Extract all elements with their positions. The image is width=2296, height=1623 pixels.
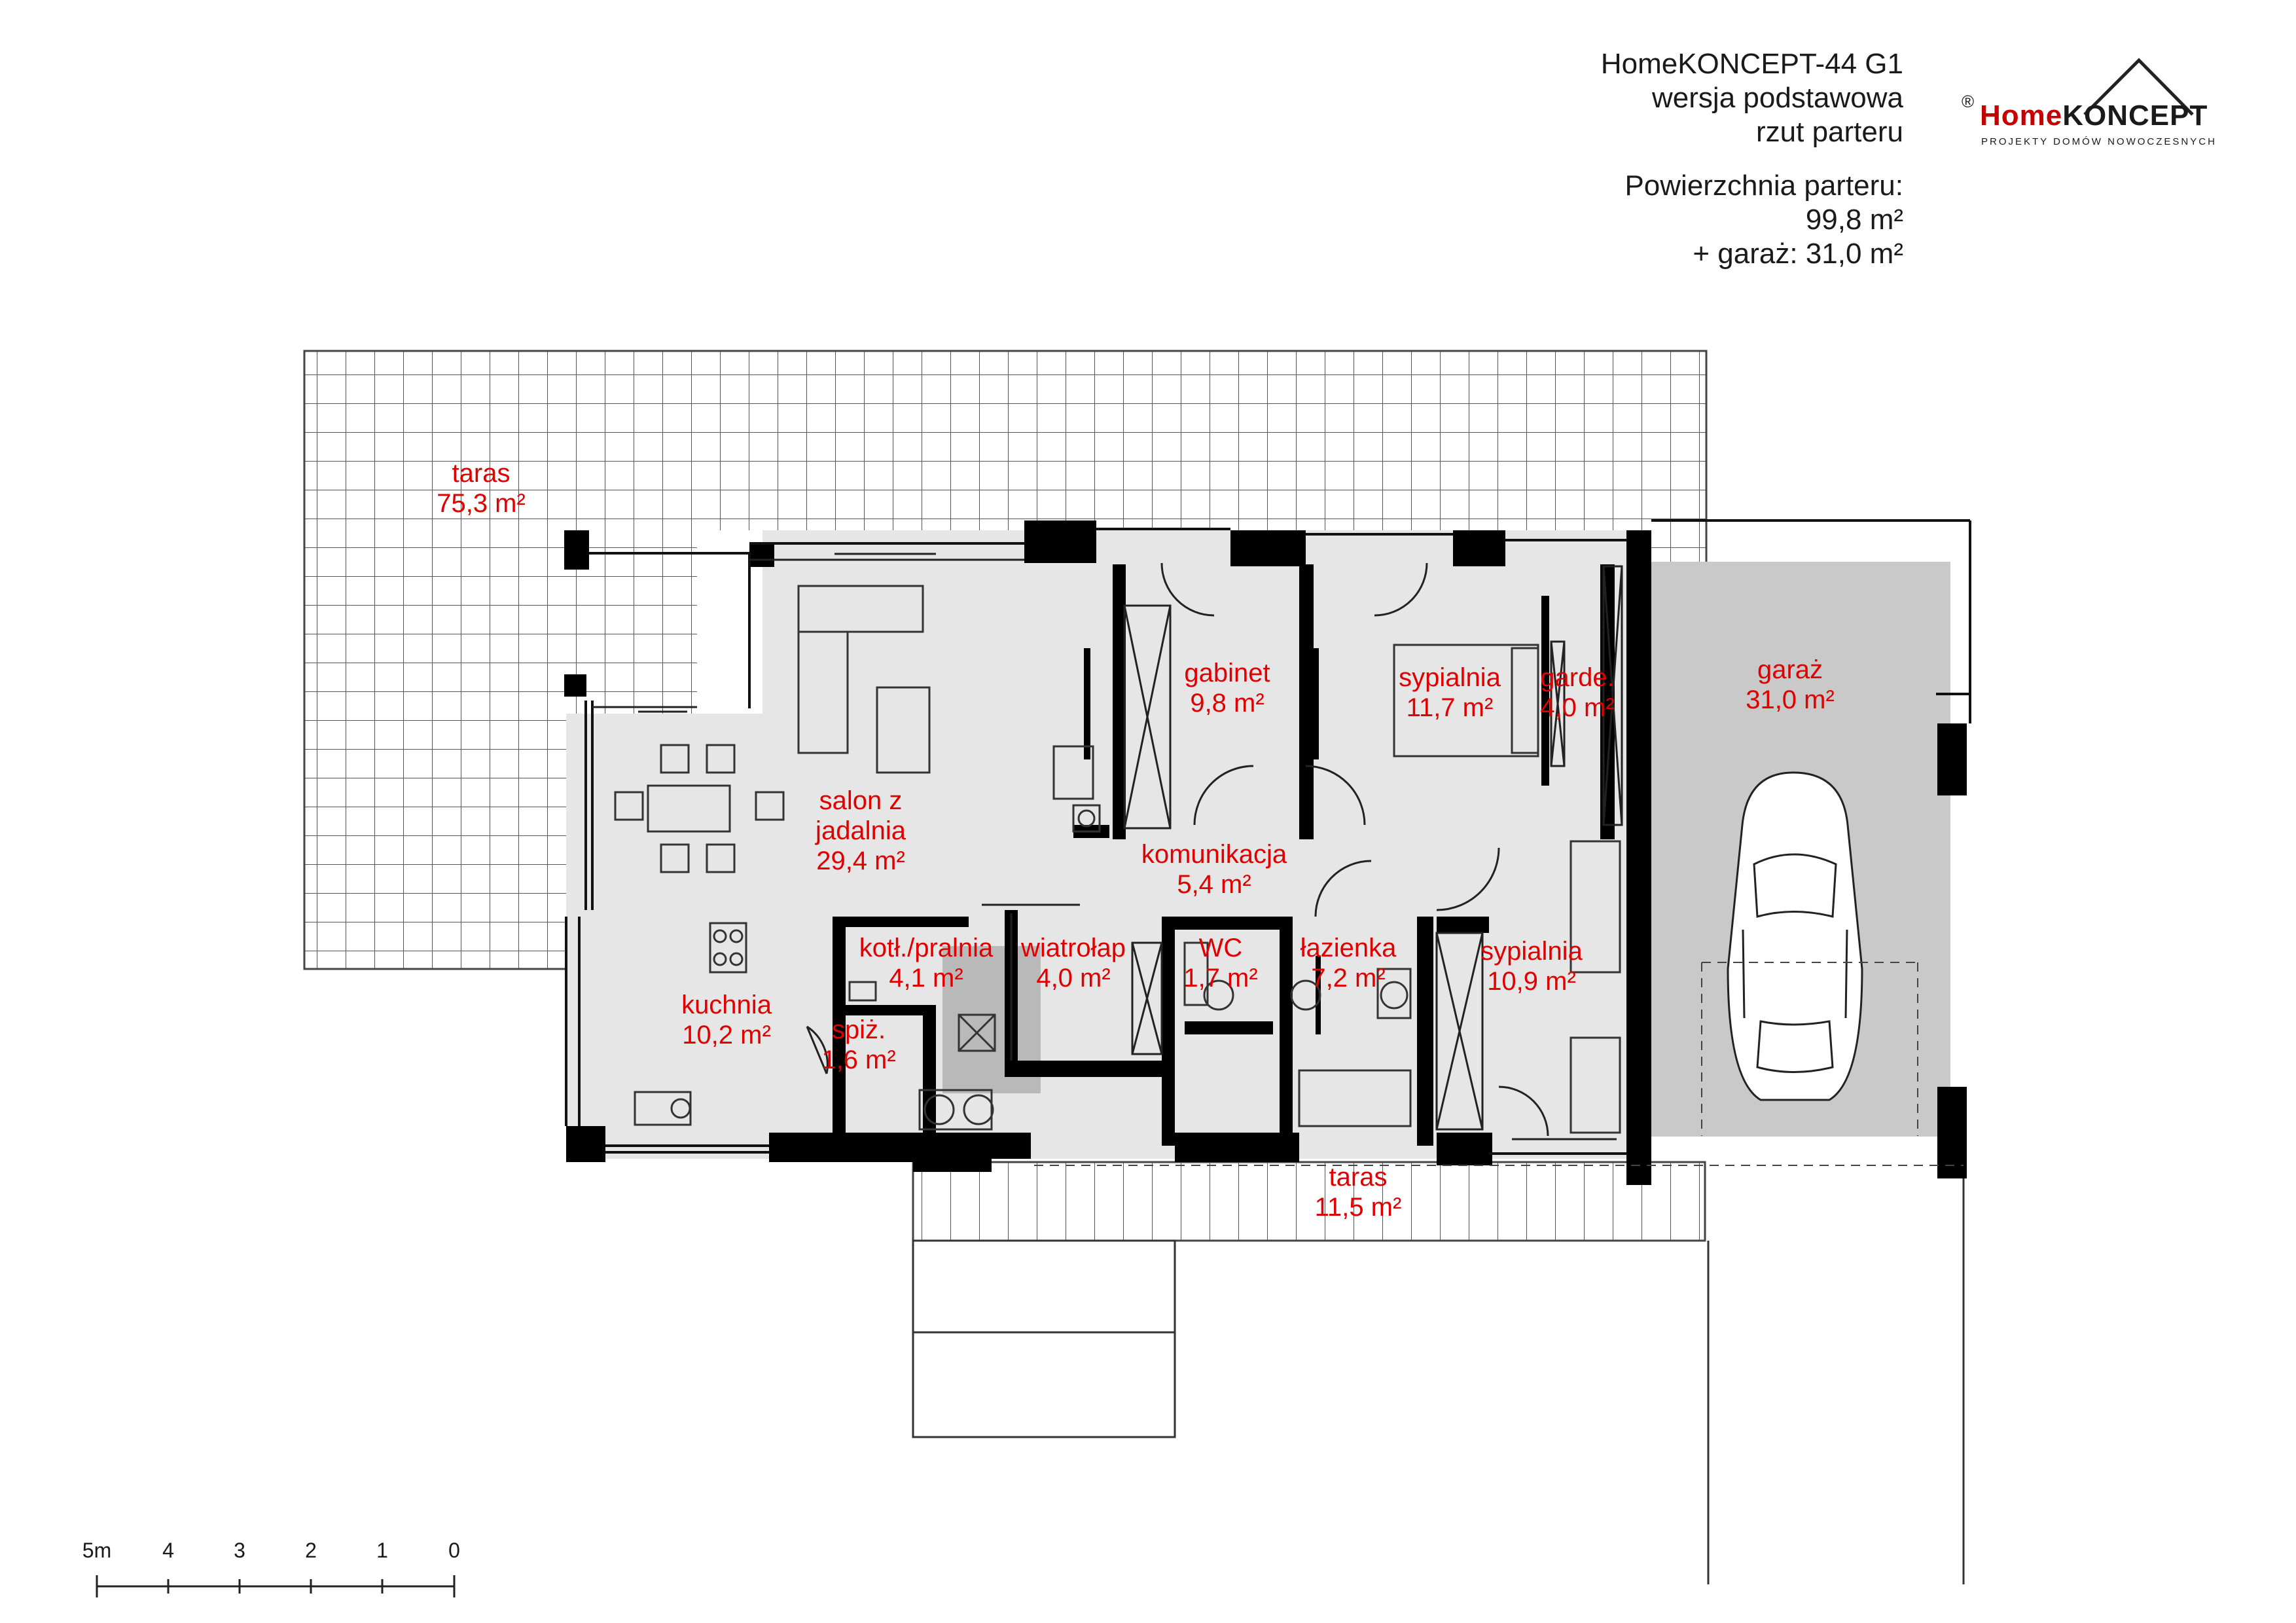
drawing-name: rzut parteru	[1756, 116, 1903, 148]
room-label-garderoba: garde.4,0 m²	[1540, 663, 1615, 722]
scale-tick-label-5m: 5m	[82, 1539, 112, 1562]
company-logo: ® HomeKONCEPT PROJEKTY DOMÓW NOWOCZESNYC…	[1962, 59, 2248, 151]
scale-tick-label-4: 4	[162, 1539, 174, 1562]
exterior-outline	[565, 519, 1971, 1155]
car-icon	[1727, 771, 1863, 1101]
windows	[592, 553, 1617, 1140]
scale-tick-label-2: 2	[305, 1539, 317, 1562]
registered-mark: ®	[1962, 92, 1975, 111]
doors	[806, 562, 1549, 1137]
furniture	[614, 585, 1621, 1134]
partitions	[1084, 596, 1549, 1034]
terrace-small	[912, 1161, 1706, 1242]
walls	[564, 520, 1967, 1185]
scale-tick-label-0: 0	[448, 1539, 460, 1562]
room-label-spizarnia: spiż.1,6 m²	[821, 1015, 896, 1074]
wardrobes	[1123, 565, 1623, 1131]
area-value: 99,8 m²	[1805, 204, 1903, 236]
scale-tick-label-3: 3	[234, 1539, 245, 1562]
driveway-lines	[912, 1146, 1965, 1584]
scale-bar	[96, 1575, 456, 1597]
garage-door-marks	[1034, 962, 1964, 1166]
title-block: HomeKONCEPT-44 G1 wersja podstawowa rzut…	[1601, 47, 1903, 271]
garage-value: + garaż: 31,0 m²	[1693, 238, 1903, 270]
logo-roof	[2083, 58, 2194, 116]
area-label: Powierzchnia parteru:	[1624, 170, 1903, 202]
logo-wordmark: HomeKONCEPT	[1980, 100, 2208, 132]
logo-tagline: PROJEKTY DOMÓW NOWOCZESNYCH	[1981, 136, 2217, 147]
project-name: HomeKONCEPT-44 G1	[1600, 48, 1903, 80]
scale-tick-label-1: 1	[376, 1539, 388, 1562]
house-floor	[566, 530, 1640, 1159]
project-version: wersja podstawowa	[1652, 82, 1903, 114]
